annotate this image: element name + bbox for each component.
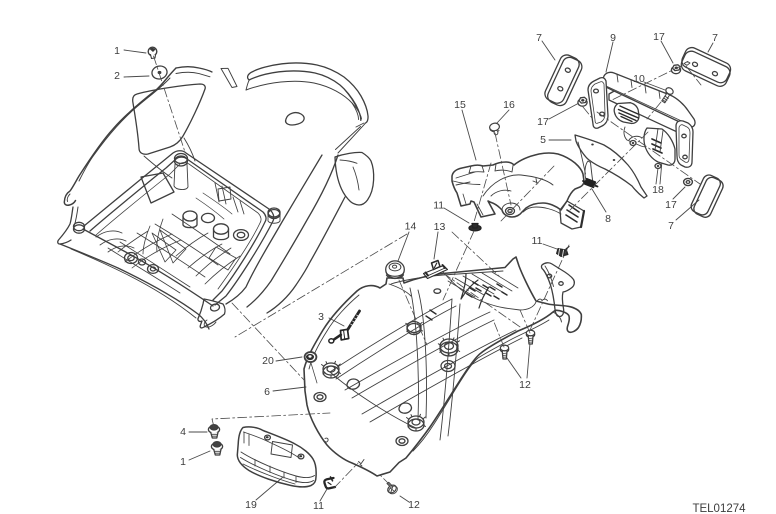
svg-text:TEL01274: TEL01274 — [692, 503, 746, 514]
svg-text:7: 7 — [712, 32, 718, 44]
svg-text:6: 6 — [264, 386, 270, 398]
svg-text:1: 1 — [180, 456, 186, 468]
svg-text:10: 10 — [633, 73, 645, 85]
svg-text:4: 4 — [180, 426, 186, 438]
svg-text:7: 7 — [536, 32, 542, 44]
svg-text:17: 17 — [653, 31, 665, 43]
svg-text:13: 13 — [434, 221, 446, 233]
svg-text:16: 16 — [503, 99, 515, 111]
svg-text:1: 1 — [114, 45, 120, 57]
svg-text:15: 15 — [454, 99, 466, 111]
svg-text:17: 17 — [665, 199, 677, 211]
svg-text:12: 12 — [408, 499, 420, 511]
svg-text:12: 12 — [519, 379, 531, 391]
svg-text:11: 11 — [313, 500, 324, 512]
svg-text:8: 8 — [605, 213, 611, 225]
svg-text:17: 17 — [537, 116, 549, 128]
svg-text:3: 3 — [318, 311, 324, 323]
svg-text:11: 11 — [433, 200, 444, 212]
svg-text:2: 2 — [114, 70, 120, 82]
svg-text:20: 20 — [262, 355, 274, 367]
svg-text:19: 19 — [245, 499, 257, 511]
svg-text:18: 18 — [652, 184, 664, 196]
svg-text:7: 7 — [668, 220, 674, 232]
svg-text:9: 9 — [610, 32, 616, 44]
svg-text:11: 11 — [532, 235, 543, 247]
svg-text:14: 14 — [405, 221, 417, 233]
svg-text:5: 5 — [540, 134, 546, 146]
